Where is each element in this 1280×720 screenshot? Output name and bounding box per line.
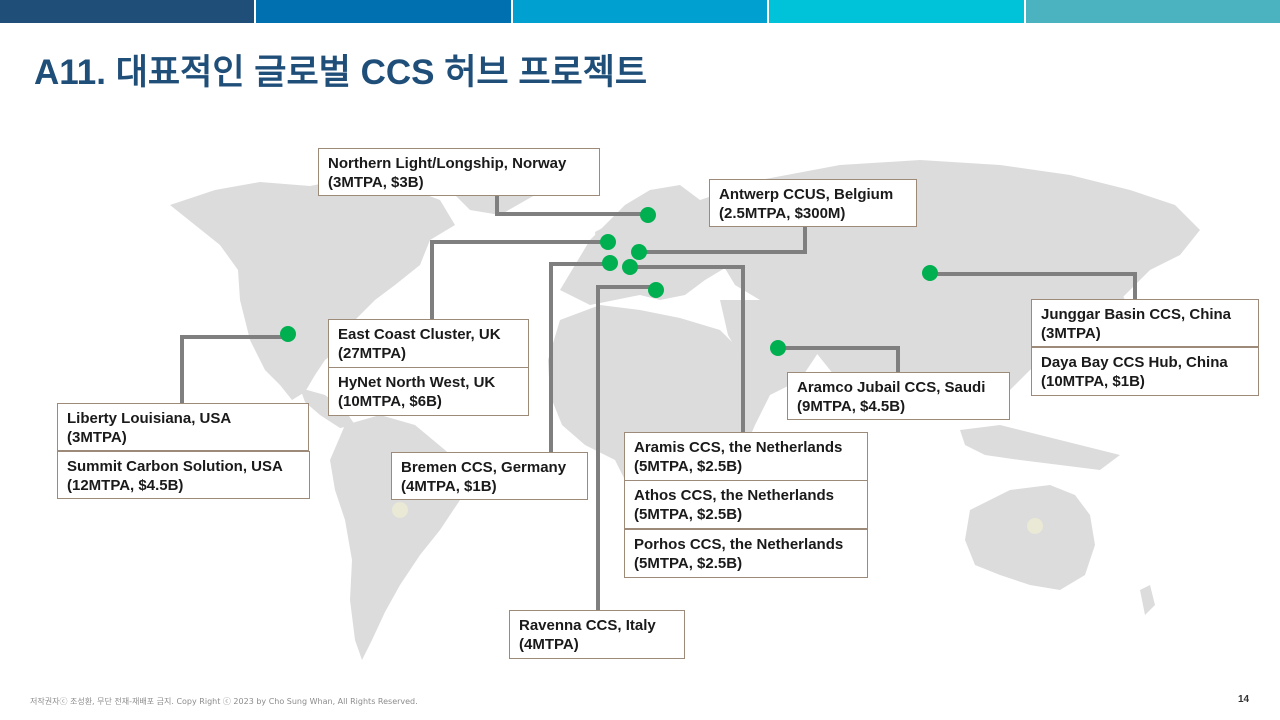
project-detail: (5MTPA, $2.5B) (634, 555, 743, 572)
project-detail: (12MTPA, $4.5B) (67, 477, 184, 494)
line-liberty (180, 335, 288, 403)
project-detail: (3MTPA, $3B) (328, 174, 424, 191)
page-number: 14 (1238, 694, 1250, 705)
top-bar-segment-2 (256, 0, 511, 23)
new-zealand-shape (1140, 585, 1155, 615)
faint-marker-australia (1027, 518, 1043, 534)
project-detail: (10MTPA, $1B) (1041, 373, 1145, 390)
project-detail: (5MTPA, $2.5B) (634, 506, 743, 523)
project-detail: (2.5MTPA, $300M) (719, 205, 846, 222)
line-ravenna (596, 285, 656, 610)
top-bar-segment-1 (0, 0, 255, 23)
project-name: Porhos CCS, the Netherlands (634, 536, 844, 553)
line-northern-light (495, 196, 648, 216)
marker-antwerp (631, 244, 647, 260)
project-name: Junggar Basin CCS, China (1041, 306, 1232, 323)
line-antwerp (640, 225, 807, 254)
project-name: Bremen CCS, Germany (401, 459, 567, 476)
project-box-liberty: Liberty Louisiana, USA (3MTPA) (57, 403, 309, 451)
project-name: East Coast Cluster, UK (338, 326, 501, 343)
project-name: Northern Light/Longship, Norway (328, 155, 567, 172)
project-name: Athos CCS, the Netherlands (634, 487, 835, 504)
project-box-junggar: Junggar Basin CCS, China (3MTPA) (1031, 299, 1259, 347)
project-name: HyNet North West, UK (338, 374, 496, 391)
project-box-athos: Athos CCS, the Netherlands (5MTPA, $2.5B… (624, 480, 868, 529)
marker-norway (640, 207, 656, 223)
project-box-antwerp: Antwerp CCUS, Belgium (2.5MTPA, $300M) (709, 179, 917, 227)
project-name: Ravenna CCS, Italy (519, 617, 656, 634)
marker-ravenna (648, 282, 664, 298)
line-junggar (930, 272, 1137, 300)
marker-china (922, 265, 938, 281)
project-detail: (4MTPA, $1B) (401, 478, 497, 495)
connector-lines (180, 196, 1137, 610)
project-detail: (9MTPA, $4.5B) (797, 398, 906, 415)
project-name: Liberty Louisiana, USA (67, 410, 232, 427)
project-box-hynet: HyNet North West, UK (10MTPA, $6B) (328, 367, 529, 416)
europe-shape (560, 185, 740, 305)
line-aramco (778, 346, 900, 372)
project-markers (280, 207, 938, 356)
project-box-bremen: Bremen CCS, Germany (4MTPA, $1B) (391, 452, 588, 500)
line-east-coast (430, 240, 608, 320)
project-box-aramis: Aramis CCS, the Netherlands (5MTPA, $2.5… (624, 432, 868, 481)
north-america-shape (170, 178, 455, 400)
project-name: Aramis CCS, the Netherlands (634, 439, 843, 456)
copyright-footer: 저작권자ⓒ 조성환, 무단 전재-재배포 금지. Copy Right ⓒ 20… (30, 697, 418, 706)
top-bar-segment-3 (512, 0, 768, 23)
top-color-bar (0, 0, 1280, 23)
australia-shape (965, 485, 1095, 590)
project-box-daya-bay: Daya Bay CCS Hub, China (10MTPA, $1B) (1031, 347, 1259, 396)
top-bar-segment-4 (769, 0, 1024, 23)
central-america-shape (300, 388, 355, 428)
project-detail: (4MTPA) (519, 636, 579, 653)
marker-uk-east-coast (600, 234, 616, 250)
project-name: Summit Carbon Solution, USA (67, 458, 283, 475)
project-box-porhos: Porhos CCS, the Netherlands (5MTPA, $2.5… (624, 529, 868, 578)
marker-bremen (622, 259, 638, 275)
continents (170, 150, 1200, 660)
marker-saudi (770, 340, 786, 356)
project-name: Daya Bay CCS Hub, China (1041, 354, 1228, 371)
line-bremen (549, 262, 610, 452)
project-name: Aramco Jubail CCS, Saudi (797, 379, 986, 396)
project-box-northern-light: Northern Light/Longship, Norway (3MTPA, … (318, 148, 600, 196)
project-detail: (3MTPA) (1041, 325, 1101, 342)
project-detail: (10MTPA, $6B) (338, 393, 442, 410)
faint-marker-brazil (392, 502, 408, 518)
southeast-asia-shape (960, 425, 1120, 470)
marker-netherlands (602, 255, 618, 271)
project-box-ravenna: Ravenna CCS, Italy (4MTPA) (509, 610, 685, 659)
line-netherlands (630, 265, 745, 432)
project-name: Antwerp CCUS, Belgium (719, 186, 894, 203)
project-detail: (3MTPA) (67, 429, 127, 446)
project-box-summit: Summit Carbon Solution, USA (12MTPA, $4.… (57, 451, 310, 499)
slide-title: A11. 대표적인 글로벌 CCS 허브 프로젝트 (34, 53, 648, 92)
marker-louisiana (280, 326, 296, 342)
project-detail: (5MTPA, $2.5B) (634, 458, 743, 475)
project-detail: (27MTPA) (338, 345, 407, 362)
project-box-east-coast: East Coast Cluster, UK (27MTPA) (328, 319, 529, 368)
project-box-aramco: Aramco Jubail CCS, Saudi (9MTPA, $4.5B) (787, 372, 1010, 420)
top-bar-segment-5 (1025, 0, 1280, 23)
